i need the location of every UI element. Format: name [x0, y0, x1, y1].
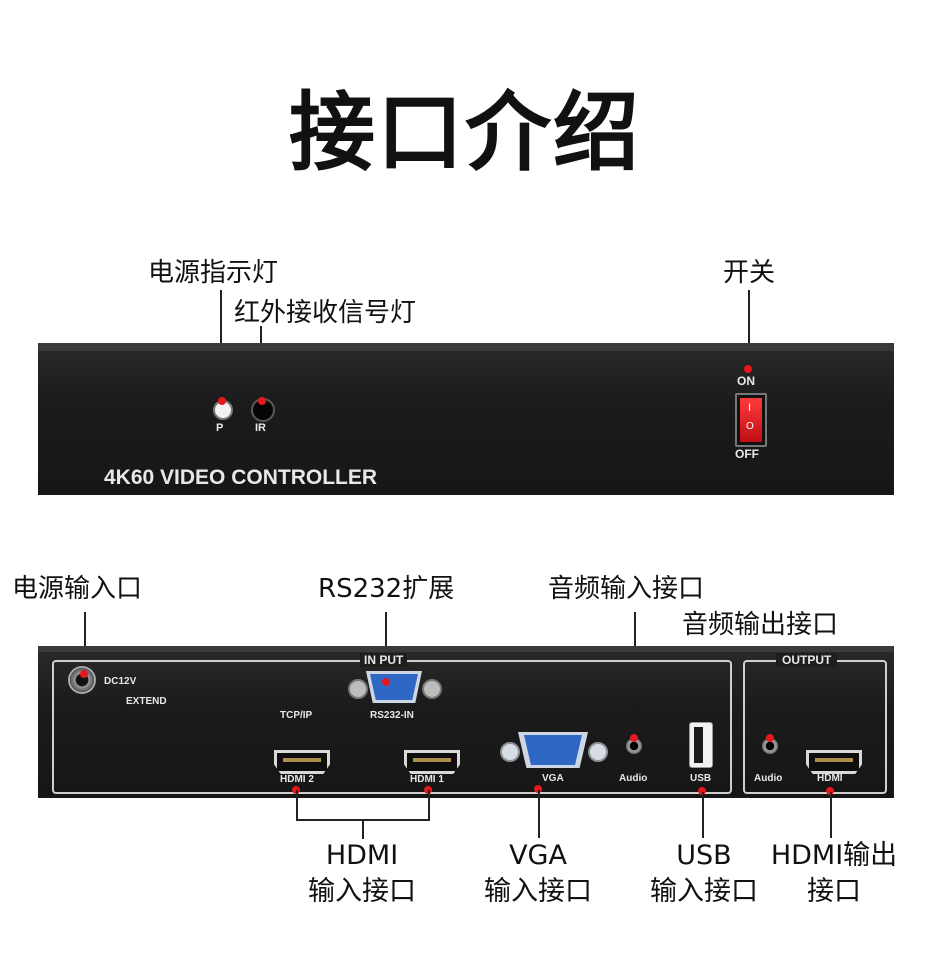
rear-panel: IN PUT OUTPUT DC12V EXTEND TCP/IP RS232-…	[38, 646, 894, 798]
hdmi-2-leader	[296, 790, 298, 820]
hdmi-in-label-line1: HDMI	[325, 840, 399, 871]
power-switch-rocker	[740, 398, 762, 442]
power-switch[interactable]: I O	[735, 393, 767, 447]
dc-jack-marker	[80, 670, 88, 678]
hdmi-out-leader	[830, 792, 832, 838]
ir-label: IR	[255, 422, 266, 434]
audio-in-jack[interactable]	[626, 738, 642, 754]
hdmi-1-port[interactable]	[404, 750, 460, 774]
switch-on-mark: I	[748, 402, 752, 414]
vga-in-label-line2: 输入接口	[484, 876, 592, 907]
model-name: 4K60 VIDEO CONTROLLER	[104, 466, 378, 489]
vga-insert	[524, 735, 582, 765]
rs232-label: RS232扩展	[318, 574, 455, 604]
vga-port[interactable]	[500, 732, 608, 768]
audio-out-label: 音频输出接口	[682, 610, 839, 640]
vga-in-label-line1: VGA	[509, 840, 567, 871]
usb-marker	[698, 787, 706, 795]
tcpip-label: TCP/IP	[280, 710, 313, 721]
dc-label: DC12V	[104, 676, 137, 687]
front-panel-top-edge	[38, 343, 894, 351]
vga-leader	[538, 790, 540, 838]
switch-label: 开关	[723, 258, 776, 288]
power-input-label: 电源输入口	[12, 574, 143, 604]
usb-tongue	[694, 727, 703, 763]
hdmi-out-label: HDMI	[817, 773, 843, 784]
hdmi-out-text: HDMI输出 接口	[764, 838, 904, 910]
switch-leader	[748, 290, 750, 366]
on-label: ON	[737, 374, 755, 388]
usb-in-label-line1: USB	[676, 840, 732, 871]
rs232-in-label: RS232-IN	[370, 710, 414, 721]
ir-receiver-marker	[258, 397, 266, 405]
vga-screw-left	[500, 742, 520, 762]
hdmi-in-label: HDMI 输入接口	[292, 838, 432, 910]
switch-marker	[744, 365, 752, 373]
audio-in-label: 音频输入接口	[548, 574, 705, 604]
usb-leader	[702, 792, 704, 838]
hdmi-out-label-line1: HDMI输出	[770, 840, 898, 871]
off-label: OFF	[735, 447, 759, 461]
rs232-screw-left	[348, 679, 368, 699]
hdmi-1-label: HDMI 1	[410, 774, 444, 785]
hdmi-out-port[interactable]	[806, 750, 862, 774]
vga-marker	[534, 785, 542, 793]
power-led-label: 电源指示灯	[148, 258, 279, 288]
usb-port[interactable]	[689, 722, 713, 768]
ir-led-label: 红外接收信号灯	[234, 298, 417, 328]
power-input-leader	[84, 612, 86, 674]
input-label: IN PUT	[360, 653, 408, 667]
hdmi-2-port[interactable]	[274, 750, 330, 774]
hdmi-1-leader	[428, 790, 430, 820]
vga-label: VGA	[542, 773, 564, 784]
usb-in-label-line2: 输入接口	[650, 876, 758, 907]
rs232-marker	[382, 678, 390, 686]
usb-in-label: USB 输入接口	[634, 838, 774, 910]
usb-label: USB	[690, 773, 712, 784]
p-label: P	[216, 422, 224, 434]
power-led-marker	[218, 397, 226, 405]
audio-out-silk: Audio	[754, 773, 783, 784]
audio-in-marker	[630, 734, 638, 742]
rs232-port[interactable]	[348, 669, 442, 705]
switch-off-mark: O	[746, 421, 754, 432]
hdmi-out-label-line2: 接口	[807, 876, 861, 907]
extend-label: EXTEND	[126, 696, 167, 707]
hdmi-in-leader	[362, 819, 364, 839]
audio-out-jack[interactable]	[762, 738, 778, 754]
audio-out-marker	[766, 734, 774, 742]
page-title: 接口介绍	[289, 83, 641, 183]
front-panel: P IR ON I O OFF 4K60 VIDEO CONTROLLER	[38, 343, 894, 495]
output-label: OUTPUT	[776, 653, 838, 667]
hdmi-in-label-line2: 输入接口	[308, 876, 416, 907]
audio-in-silk: Audio	[619, 773, 648, 784]
rear-panel-top-edge	[38, 646, 894, 652]
rs232-insert	[370, 674, 418, 700]
hdmi-2-label: HDMI 2	[280, 774, 314, 785]
vga-in-label: VGA 输入接口	[468, 838, 608, 910]
hdmi-out-marker	[826, 787, 834, 795]
vga-screw-right	[588, 742, 608, 762]
rs232-screw-right	[422, 679, 442, 699]
